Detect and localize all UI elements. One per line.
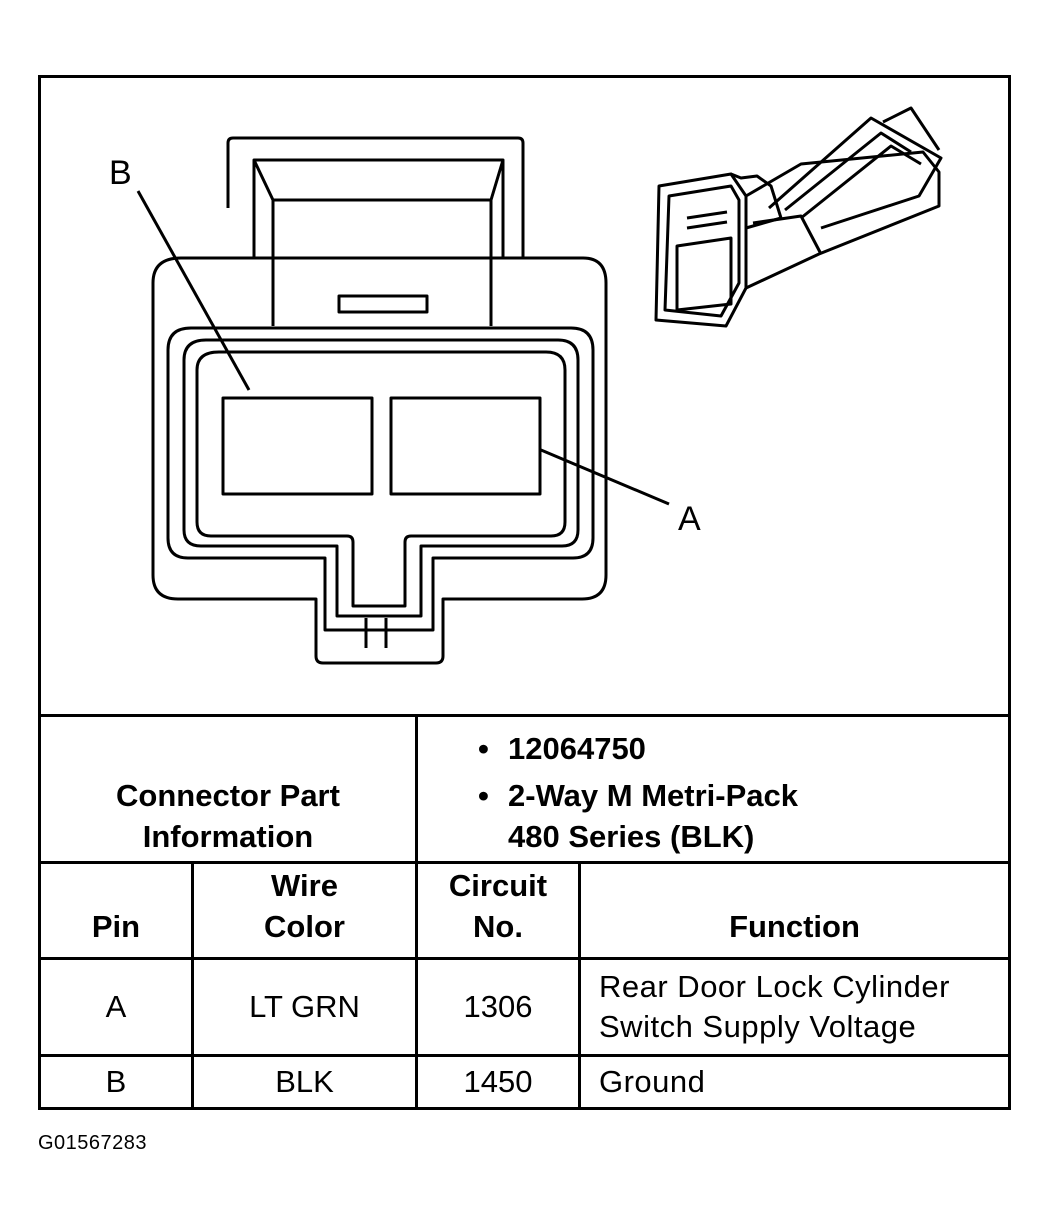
circuit-no-cell: 1450 (463, 1064, 533, 1099)
header-wire-color-cell: Wire Color (194, 864, 415, 957)
connector-figure-frame: B A Connector Part Information • 1206475… (38, 75, 1011, 1110)
terminal-cavity-a (389, 396, 542, 496)
header-wire-color: Wire Color (264, 868, 345, 944)
pin-a-callout: A (678, 500, 701, 538)
table-row: A LT GRN 1306 Rear Door Lock Cylinder Sw… (41, 960, 1008, 1054)
connector-part-info-label-cell: Connector Part Information (41, 714, 415, 864)
header-function: Function (729, 909, 860, 944)
bullet-icon: • (478, 778, 489, 813)
header-function-cell: Function (581, 864, 1008, 957)
connector-isometric-view (654, 106, 943, 328)
function-cell: Ground (599, 1064, 706, 1099)
header-circuit-no: Circuit No. (448, 868, 548, 944)
pin-cell: A (105, 989, 127, 1024)
header-pin: Pin (91, 909, 141, 944)
connector-outer-shell (151, 256, 608, 665)
bullet-icon: • (478, 731, 489, 766)
figure-code: G01567283 (38, 1132, 148, 1154)
header-pin-cell: Pin (41, 864, 191, 957)
pin-cell: B (105, 1064, 127, 1099)
wire-color-cell: LT GRN (249, 989, 360, 1024)
part-number: 12064750 (508, 731, 646, 766)
terminal-cavity-b (221, 396, 374, 496)
leader-line-b (136, 190, 251, 391)
part-number-item: • 12064750 (478, 728, 1008, 769)
function-cell: Rear Door Lock Cylinder Switch Supply Vo… (599, 969, 950, 1044)
connector-inner-walls (166, 326, 595, 648)
connector-info-table: Connector Part Information • 12064750 • … (41, 714, 1008, 1107)
connector-part-info-list: • 12064750 • 2-Way M Metri-Pack 480 Seri… (418, 714, 1008, 864)
wire-color-cell: BLK (275, 1064, 334, 1099)
circuit-no-cell: 1306 (463, 989, 533, 1024)
table-row: B BLK 1450 Ground (41, 1057, 1008, 1107)
leader-line-a (540, 448, 670, 506)
connector-part-info-label: Connector Part Information (116, 778, 340, 854)
part-description: 2-Way M Metri-Pack 480 Series (BLK) (508, 778, 798, 854)
part-description-item: • 2-Way M Metri-Pack 480 Series (BLK) (478, 775, 1008, 857)
pin-b-callout: B (109, 154, 132, 192)
connector-latch (226, 136, 525, 326)
connector-diagram: B A (109, 106, 943, 665)
header-circuit-no-cell: Circuit No. (418, 864, 578, 957)
